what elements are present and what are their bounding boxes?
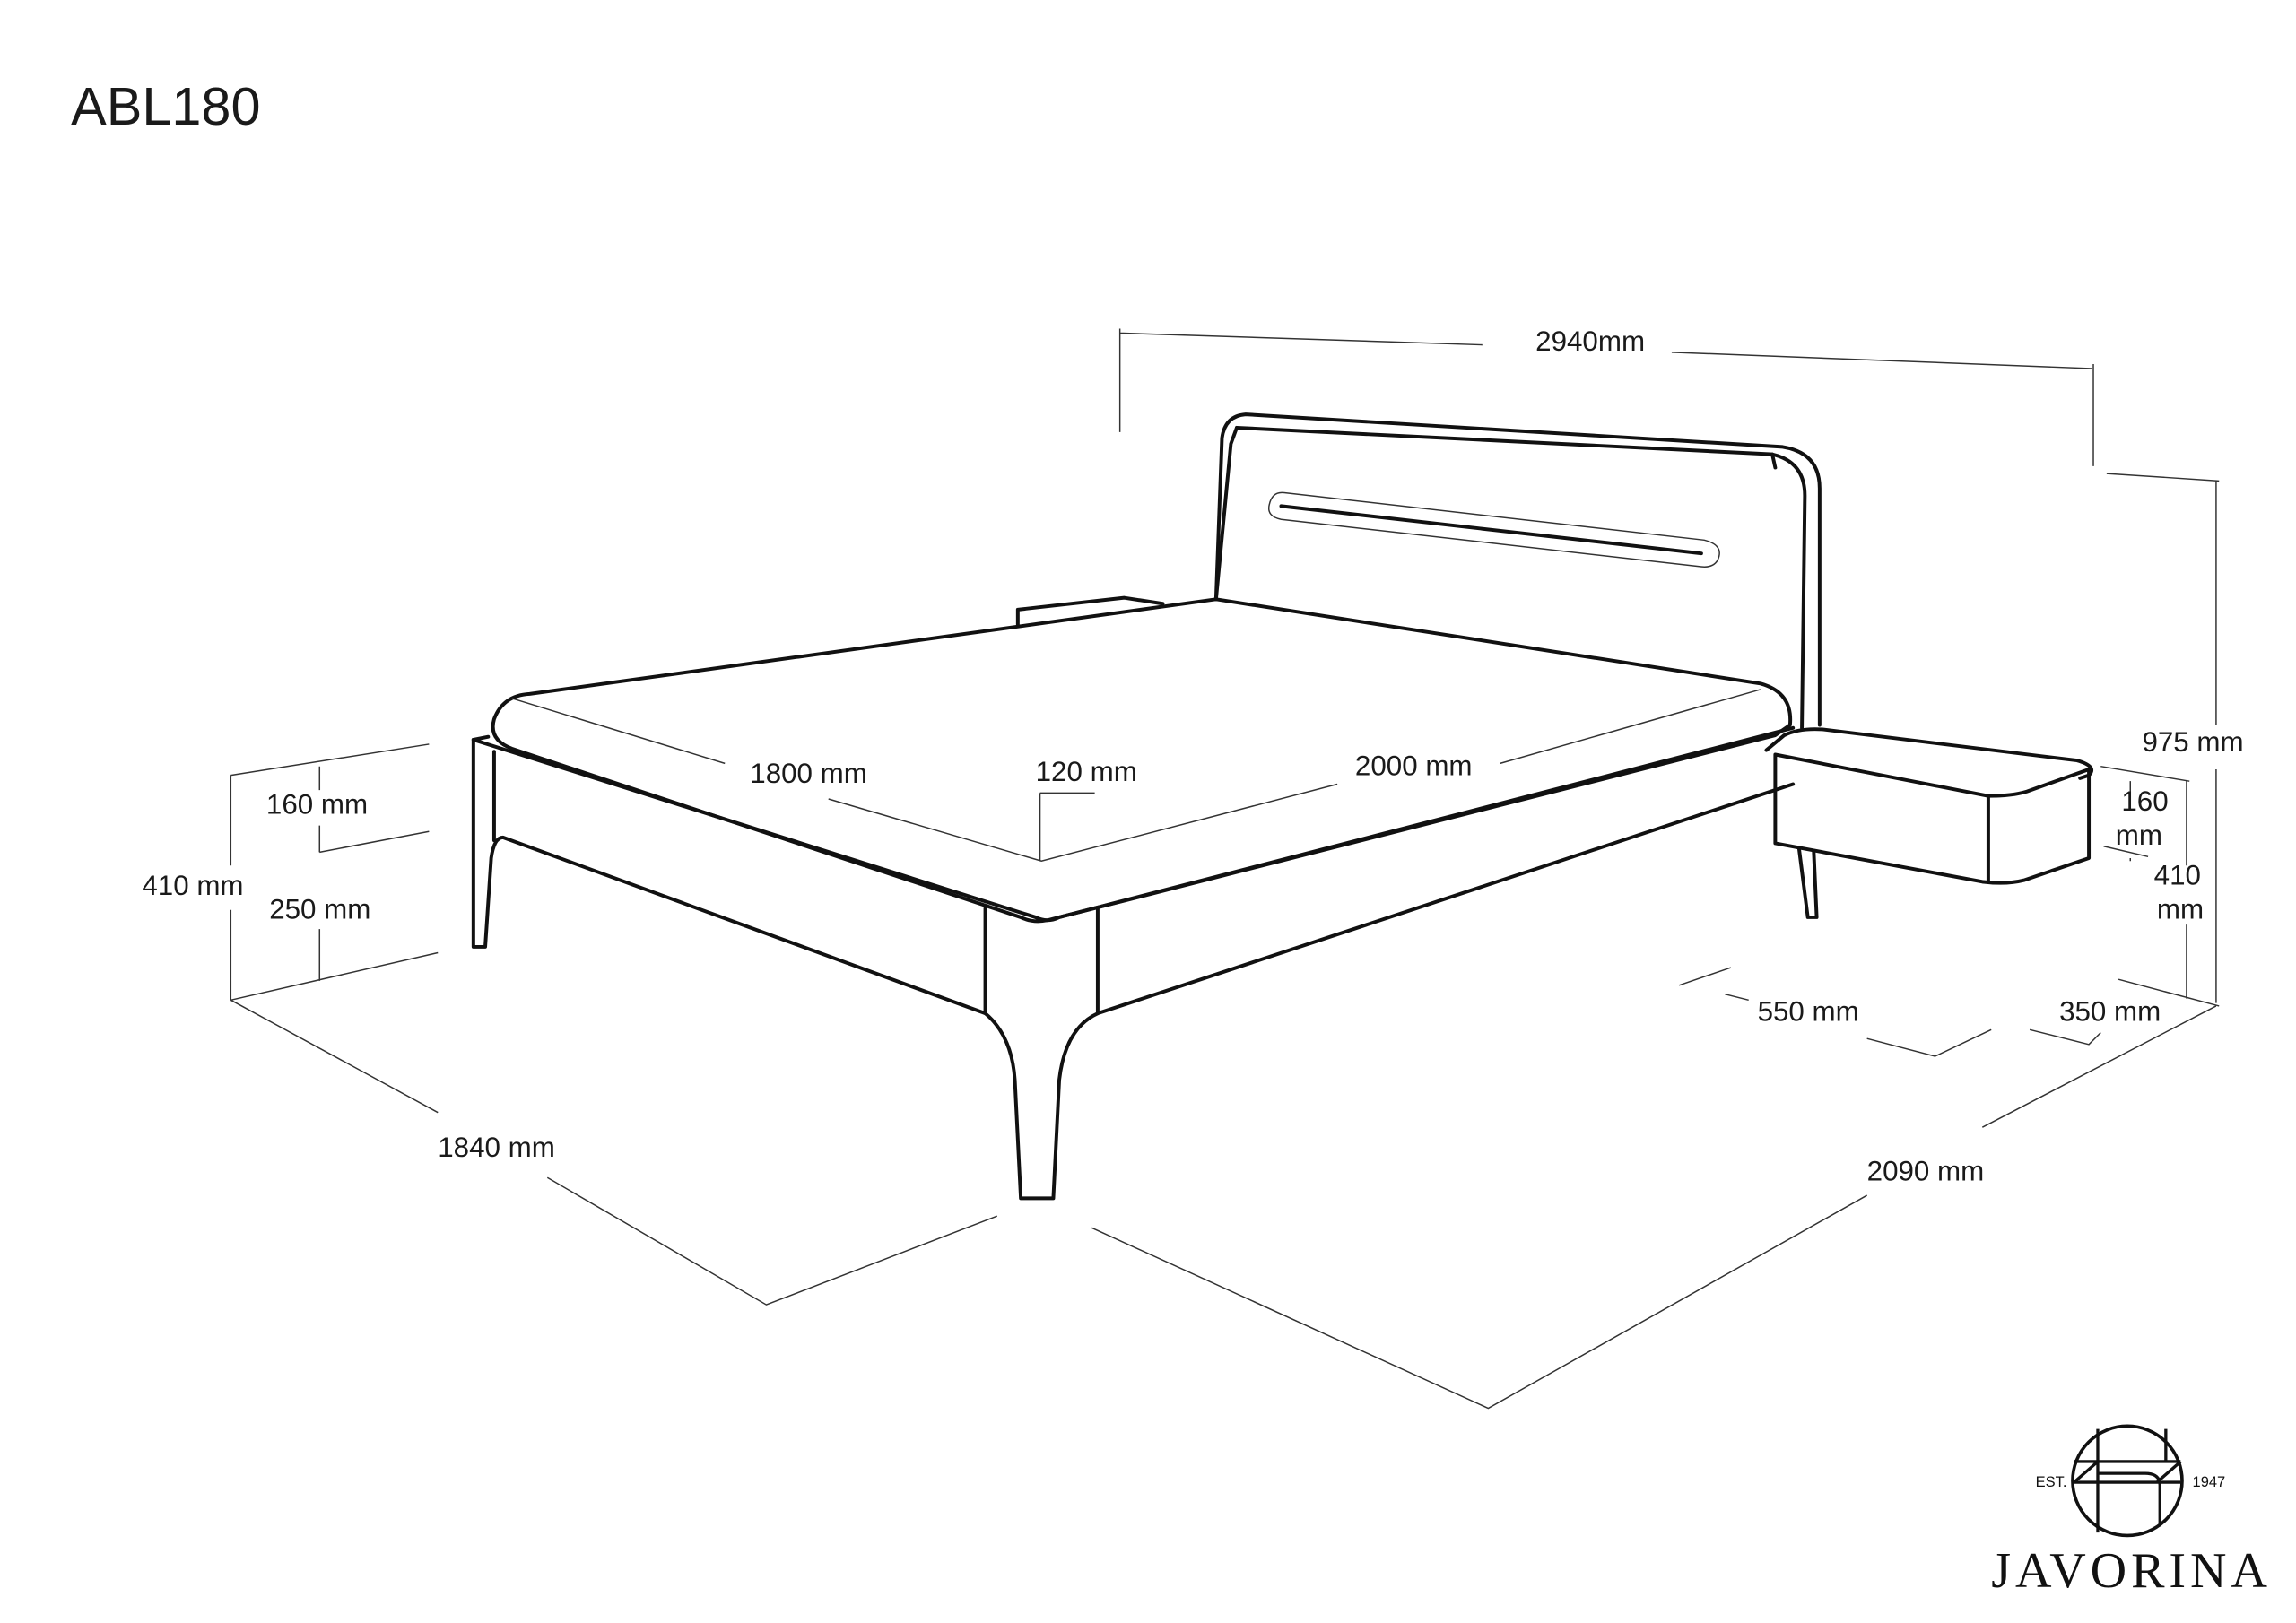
logo-est: EST.: [2036, 1474, 2067, 1490]
dim-frame-side-height: 160 mm: [266, 788, 368, 820]
dim-nightstand-total-num: 410: [2154, 860, 2201, 891]
logo-year: 1947: [2193, 1474, 2226, 1490]
dim-bed-width: 1840 mm: [438, 1132, 555, 1163]
dim-leg-clearance: 250 mm: [269, 894, 370, 925]
javorina-logo: EST. 1947 JAVORINA: [1991, 1424, 2272, 1599]
bed-outline: [471, 412, 2093, 1201]
dim-total-width: 2940mm: [1535, 325, 1645, 357]
dim-nightstand-depth: 350 mm: [2059, 995, 2161, 1027]
dim-nightstand-width: 550 mm: [1758, 995, 1859, 1027]
dim-bed-length: 2090 mm: [1867, 1156, 1985, 1187]
dim-nightstand-height-num: 160: [2121, 785, 2168, 817]
dim-mattress-width: 1800 mm: [750, 758, 867, 789]
product-title: ABL180: [71, 76, 260, 136]
dim-nightstand-total-unit: mm: [2157, 894, 2204, 925]
logo-brand: JAVORINA: [1991, 1543, 2272, 1599]
dim-total-height: 975 mm: [2142, 726, 2243, 758]
dimension-labels: 2940mm 975 mm 1800 mm 120 mm 2000 mm 160…: [142, 325, 2243, 1186]
dim-mattress-length: 2000 mm: [1355, 751, 1473, 782]
dim-mattress-recess: 120 mm: [1036, 756, 1137, 787]
dimension-lines: [230, 328, 2220, 1410]
dim-frame-total-height: 410 mm: [142, 870, 243, 901]
dim-nightstand-height-unit: mm: [2116, 820, 2162, 851]
